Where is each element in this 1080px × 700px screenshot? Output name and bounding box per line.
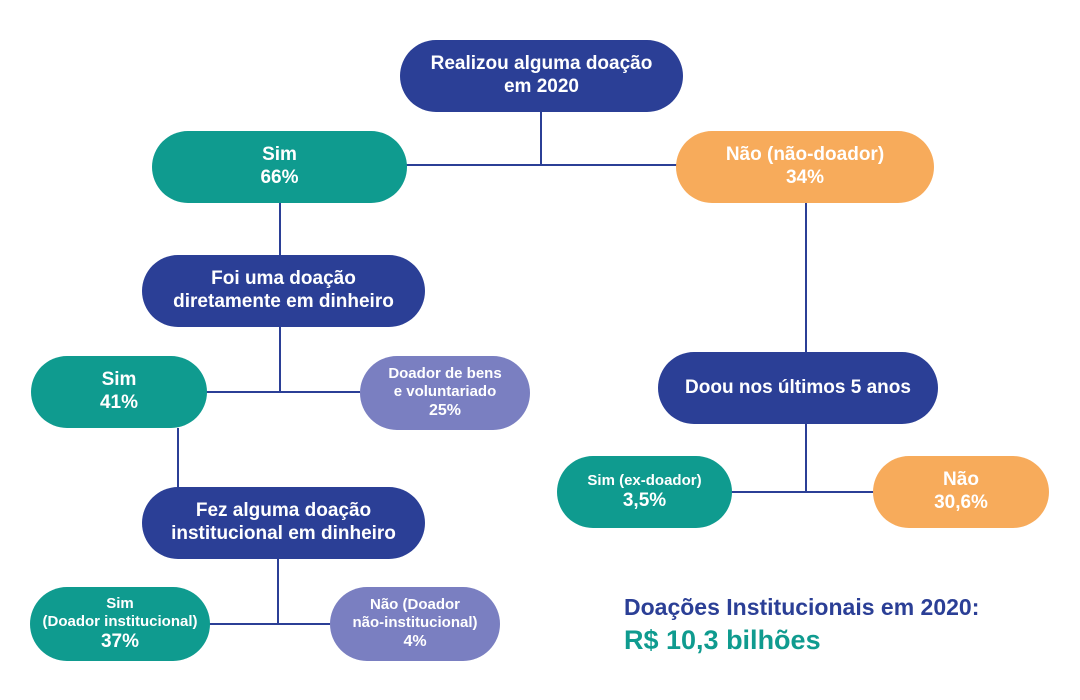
- node-label-line: Foi uma doação: [211, 268, 356, 290]
- node-nao-doador-34: Não (não-doador) 34%: [676, 131, 934, 203]
- summary-value: R$ 10,3 bilhões: [624, 625, 821, 655]
- node-nao-30-6: Não 30,6%: [873, 456, 1049, 528]
- node-label-line: institucional em dinheiro: [171, 523, 396, 544]
- node-value: 3,5%: [622, 489, 667, 511]
- node-value: 37%: [100, 630, 140, 652]
- node-value: 66%: [260, 167, 299, 188]
- node-label-line: Sim: [262, 144, 297, 166]
- node-doou-ultimos-5-anos: Doou nos últimos 5 anos: [658, 352, 938, 424]
- node-value: 4%: [403, 633, 427, 651]
- node-value: 41%: [99, 392, 139, 413]
- node-label-line: Sim (ex-doador): [587, 471, 702, 489]
- node-sim-41: Sim 41%: [31, 356, 207, 428]
- node-nao-institucional-4: Não (Doador não-institucional) 4%: [330, 587, 500, 661]
- node-label-line: e voluntariado: [393, 383, 497, 401]
- node-doacao-institucional: Fez alguma doação institucional em dinhe…: [142, 487, 425, 559]
- node-doador-institucional-37: Sim (Doador institucional) 37%: [30, 587, 210, 661]
- summary-title: Doações Institucionais em 2020:: [624, 594, 980, 620]
- node-label-line: (Doador institucional): [42, 612, 198, 630]
- node-label-line: Sim: [106, 594, 134, 612]
- node-label-line: Não (não-doador): [725, 144, 885, 166]
- node-label-line: Doador de bens: [388, 365, 502, 383]
- node-label-line: Sim: [101, 369, 137, 391]
- node-label-line: Doou nos últimos 5 anos: [685, 376, 911, 398]
- node-label-line: diretamente em dinheiro: [173, 291, 394, 312]
- node-label-line: Não: [943, 469, 979, 491]
- node-ex-doador-3-5: Sim (ex-doador) 3,5%: [557, 456, 732, 528]
- node-value: 30,6%: [934, 492, 988, 513]
- node-label-line: Não (Doador: [370, 596, 460, 614]
- node-label-line: Fez alguma doação: [195, 500, 372, 522]
- node-label-line: não-institucional): [352, 614, 478, 632]
- node-value: 25%: [428, 402, 462, 420]
- node-value: 34%: [785, 167, 825, 188]
- node-label-line: em 2020: [503, 76, 579, 97]
- node-doacao-dinheiro: Foi uma doação diretamente em dinheiro: [142, 255, 425, 327]
- institutional-donations-summary: Doações Institucionais em 2020: R$ 10,3 …: [624, 592, 979, 658]
- node-label-line: Realizou alguma doação: [430, 53, 653, 75]
- node-sim-66: Sim 66%: [152, 131, 407, 203]
- node-doador-bens-25: Doador de bens e voluntariado 25%: [360, 356, 530, 430]
- node-realizou-doacao: Realizou alguma doação em 2020: [400, 40, 683, 112]
